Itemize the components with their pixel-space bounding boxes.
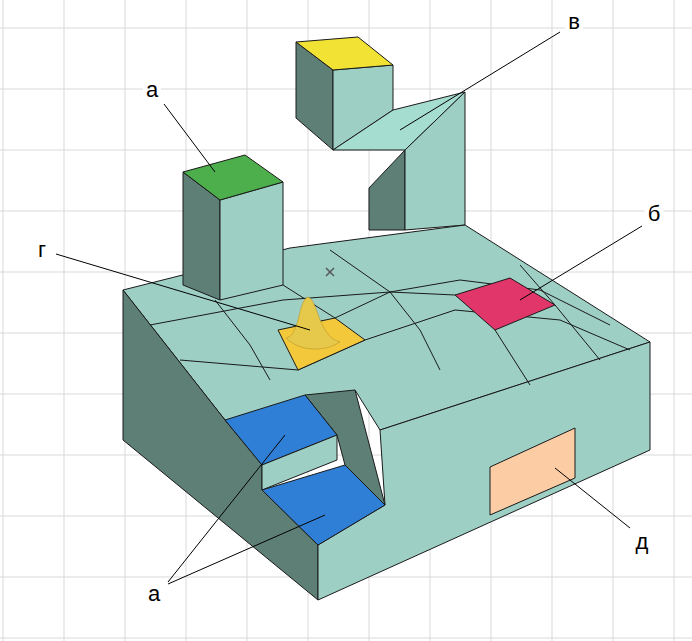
callout-letter: г bbox=[35, 238, 49, 262]
peach-face bbox=[490, 428, 575, 515]
callout-letter: а bbox=[143, 78, 161, 102]
leader-lines bbox=[56, 32, 642, 584]
solid-body bbox=[123, 37, 650, 600]
callout-letter: б bbox=[645, 202, 664, 226]
red-face bbox=[455, 278, 555, 330]
callout-letter: а bbox=[145, 582, 163, 606]
callout-letter: в bbox=[565, 10, 583, 34]
callout-letter: д bbox=[633, 530, 652, 554]
center-mark bbox=[326, 268, 334, 276]
surface-mesh bbox=[150, 250, 630, 385]
bump bbox=[286, 297, 340, 349]
